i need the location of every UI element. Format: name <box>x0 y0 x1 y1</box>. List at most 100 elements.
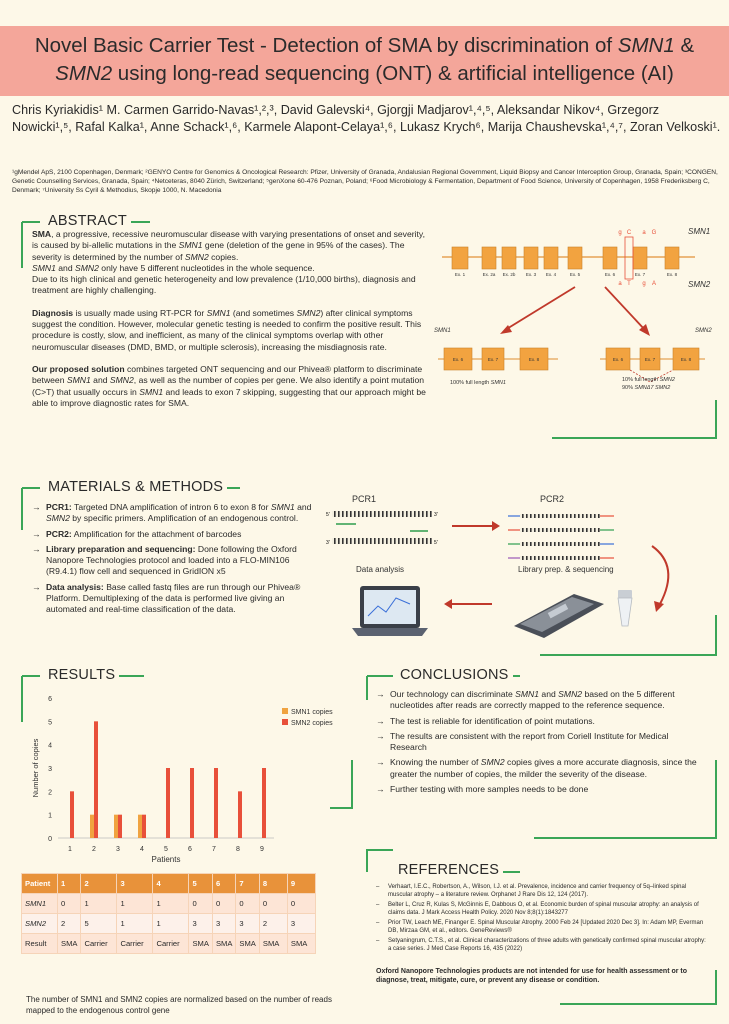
y-tick-label: 4 <box>48 743 52 750</box>
table-cell: 3 <box>211 913 237 934</box>
mutation-highlight <box>624 236 634 280</box>
exon-label: Ex. 2b <box>503 272 516 277</box>
x-axis-label: Patients <box>152 855 181 864</box>
frame-line <box>330 760 353 809</box>
dna-strand <box>332 538 432 544</box>
table-cell: 2 <box>258 913 288 934</box>
gene-name: SMN1 <box>688 227 710 236</box>
exon-label: Ex. 4 <box>546 272 557 277</box>
table-cell: 1 <box>152 893 190 914</box>
x-tick-label: 3 <box>116 846 120 853</box>
gene-diagram: Ex. 1 Ex. 2a Ex. 2b Ex. 3 Ex. 4 Ex. 5 Ex… <box>434 227 712 391</box>
exon-box <box>451 246 469 270</box>
arrowhead <box>654 601 664 612</box>
y-tick-label: 6 <box>48 696 52 703</box>
arrow <box>604 286 646 331</box>
gene-name: SMN1 <box>434 328 451 334</box>
table-cell: 3 <box>188 913 213 934</box>
title-text: using long-read sequencing (ONT) & artif… <box>112 62 674 85</box>
frame-line <box>560 970 717 1005</box>
table-cell: 1 <box>116 913 154 934</box>
legend-swatch <box>282 708 288 714</box>
bar-smn2 <box>166 768 170 838</box>
poster-title: Novel Basic Carrier Test - Detection of … <box>0 26 729 96</box>
x-tick-label: 2 <box>92 846 96 853</box>
table-cell: 1 <box>116 893 154 914</box>
references-heading: REFERENCES <box>394 862 504 878</box>
x-tick-label: 4 <box>140 846 144 853</box>
list-item: →Knowing the number of SMN2 copies gives… <box>376 757 697 779</box>
exon-box <box>605 347 631 371</box>
table-header-cell: 6 <box>211 873 237 894</box>
y-tick-label: 1 <box>48 813 52 820</box>
x-tick-label: 6 <box>188 846 192 853</box>
exon-label: Ex. 8 <box>681 357 692 362</box>
reference-item: –Belter L, Cruz R, Kulas S, McGinnis E, … <box>376 902 699 916</box>
list-item: →PCR2: Amplification for the attachment … <box>32 528 242 539</box>
abstract-body: SMA, a progressive, recessive neuromuscu… <box>32 229 426 408</box>
exon-box <box>443 347 473 371</box>
exon-label: Ex. 8 <box>667 272 678 277</box>
workflow-diagram: PCR1 PCR2 5' 3' 3' 5' Data analysis Libr… <box>326 494 670 638</box>
arrowhead <box>492 521 500 531</box>
table-header-cell: 7 <box>235 873 260 894</box>
authors: Chris Kyriakidis¹ M. Carmen Garrido-Nava… <box>12 103 721 134</box>
table-cell: SMN2 <box>21 913 58 934</box>
arrow-icon: → <box>32 581 41 592</box>
bar-smn2 <box>142 814 146 838</box>
bar-smn2 <box>214 768 218 838</box>
splice-line <box>629 369 674 383</box>
data-analysis-label: Data analysis <box>356 565 404 574</box>
table-cell: Carrier <box>80 933 118 954</box>
results-note: The number of SMN1 and SMN2 copies are n… <box>26 995 332 1015</box>
y-axis-label: Number of copies <box>31 738 40 797</box>
table-header-cell: 8 <box>258 873 288 894</box>
strand-end: 5' <box>434 540 438 546</box>
right-caption-2: 90% SMNΔ7 SMN2 <box>622 385 670 391</box>
arrow-icon: → <box>376 757 385 768</box>
frame-line <box>540 615 717 656</box>
left-caption: 100% full length SMN1 <box>450 380 506 386</box>
exon-box <box>523 246 539 270</box>
arrow-icon: → <box>376 730 385 741</box>
bar-smn2 <box>190 768 194 838</box>
title-gene: SMN2 <box>55 62 113 85</box>
list-item: →PCR1: Targeted DNA amplification of int… <box>32 502 312 524</box>
table-cell: 0 <box>56 893 82 914</box>
legend-label: SMN2 copies <box>291 720 333 727</box>
nucleotide: g <box>642 281 645 287</box>
exon-label: Ex. 6 <box>613 357 624 362</box>
bar-smn1 <box>114 814 118 838</box>
exon-box <box>567 246 583 270</box>
table-cell: SMA <box>258 933 288 954</box>
tube-icon <box>617 590 633 627</box>
bar-smn2 <box>70 791 74 838</box>
frame-line <box>534 760 717 839</box>
list-item: →Our technology can discriminate SMN1 an… <box>376 689 675 711</box>
table-cell: 0 <box>235 893 260 914</box>
arrow-icon: → <box>32 528 41 539</box>
nucleotide: a <box>642 230 646 236</box>
list-item: →Data analysis: Base called fastq files … <box>32 581 301 615</box>
reference-item: –Setyaningrum, C.T.S., et al. Clinical c… <box>376 938 706 952</box>
exon-box <box>639 347 661 371</box>
table-header-cell: 2 <box>80 873 118 894</box>
title-gene: SMN1 <box>617 34 675 57</box>
table-cell: 1 <box>80 893 118 914</box>
bar-smn1 <box>138 814 142 838</box>
x-tick-label: 1 <box>68 846 72 853</box>
bar-smn2 <box>94 721 98 838</box>
title-text: & <box>674 34 695 57</box>
pcr2-label: PCR2 <box>540 494 564 504</box>
reference-item: –Prior TW, Leach ME, Finanger E. Spinal … <box>376 920 704 934</box>
x-tick-label: 7 <box>212 846 216 853</box>
y-tick-label: 3 <box>48 766 52 773</box>
exon-label: Ex. 2a <box>483 272 496 277</box>
exon-box <box>481 246 497 270</box>
methods-list: →PCR1: Targeted DNA amplification of int… <box>32 502 314 620</box>
nucleotide: g <box>618 230 621 236</box>
dna-strand <box>332 511 432 517</box>
nucleotide: G <box>652 230 657 236</box>
